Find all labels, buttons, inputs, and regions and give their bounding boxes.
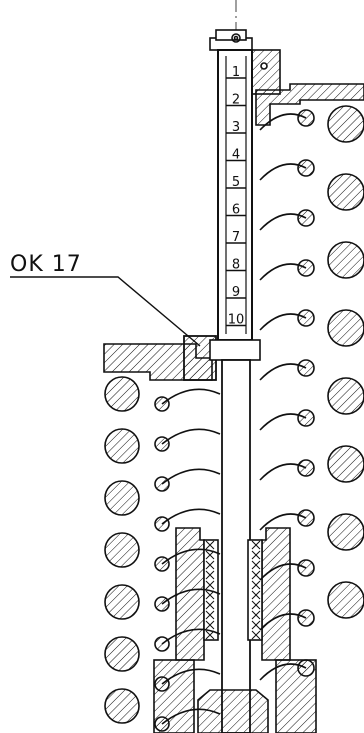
spring-coil <box>104 688 140 724</box>
seal-cross <box>251 630 261 640</box>
leader-line <box>10 276 201 347</box>
scale-number: 6 <box>232 203 240 218</box>
spring-coil <box>327 377 364 415</box>
seal-cross <box>251 610 261 620</box>
scale-number: 10 <box>228 313 245 328</box>
spring-coil <box>104 584 140 620</box>
seal-cross <box>251 560 261 570</box>
spring-wire <box>259 313 307 331</box>
spring-coil <box>327 309 364 347</box>
spring-wire <box>259 363 307 381</box>
scale-number: 5 <box>232 175 240 190</box>
seal-cross <box>205 600 215 610</box>
spring-coil <box>104 428 140 464</box>
callout-label: OK 17 <box>10 252 82 277</box>
spring-wire <box>161 508 221 525</box>
spring-coil <box>327 445 364 483</box>
scale-number: 9 <box>232 285 240 300</box>
spring-coil <box>327 513 364 551</box>
spring-wire <box>259 213 307 231</box>
seal-cross <box>205 560 215 570</box>
spring-wire <box>161 628 221 645</box>
spring-coil <box>327 581 364 619</box>
scale-number: 8 <box>232 258 240 273</box>
spring-coil <box>327 105 364 143</box>
scale-number: 4 <box>232 148 240 163</box>
seals <box>205 540 261 640</box>
spring-coil <box>104 376 140 412</box>
spring-wire <box>259 663 307 681</box>
scale-number: 3 <box>232 120 240 135</box>
scale-marks: 1 2 3 4 5 6 7 8 9 10 <box>226 65 246 328</box>
spring-wire <box>259 113 307 131</box>
spring-wire <box>161 588 221 605</box>
seal-cross <box>205 570 215 580</box>
piston-rod <box>221 359 251 733</box>
seal-cross <box>251 540 261 550</box>
seal-cross <box>205 580 215 590</box>
spring-wire <box>259 513 307 531</box>
spring-coil <box>327 173 364 211</box>
upper-housing <box>255 83 364 126</box>
spring-wire <box>259 263 307 281</box>
spring-wire <box>259 463 307 481</box>
scale-number: 7 <box>232 230 240 245</box>
scale-rod <box>217 49 253 341</box>
springs <box>104 105 364 732</box>
spring-coil <box>327 241 364 279</box>
scale-number: 2 <box>232 93 240 108</box>
spring-wire <box>259 413 307 431</box>
seal-cross <box>205 620 215 630</box>
seal-cross <box>205 590 215 600</box>
spring-seat <box>103 339 261 381</box>
spring-wire <box>161 708 221 725</box>
seal-cross <box>205 610 215 620</box>
seal-cross <box>251 590 261 600</box>
spring-wire <box>161 428 221 445</box>
seal-cross <box>251 600 261 610</box>
seal-cross <box>251 550 261 560</box>
seal-cross <box>205 630 215 640</box>
spring-wire <box>259 613 307 631</box>
spring-wire <box>161 468 221 485</box>
spring-coil <box>104 636 140 672</box>
seal-cross <box>205 540 215 550</box>
seal-cross <box>251 620 261 630</box>
spring-wire <box>259 563 307 581</box>
seal-cross <box>205 550 215 560</box>
spring-coil <box>104 480 140 516</box>
spring-wire <box>161 668 221 685</box>
spring-wire <box>161 388 221 405</box>
spring-wire <box>259 163 307 181</box>
scale-number: 1 <box>232 65 240 80</box>
seal-cross <box>251 570 261 580</box>
top-cap <box>209 29 281 95</box>
seal-cross <box>251 580 261 590</box>
spring-coil <box>104 532 140 568</box>
spring-wire <box>161 548 221 565</box>
